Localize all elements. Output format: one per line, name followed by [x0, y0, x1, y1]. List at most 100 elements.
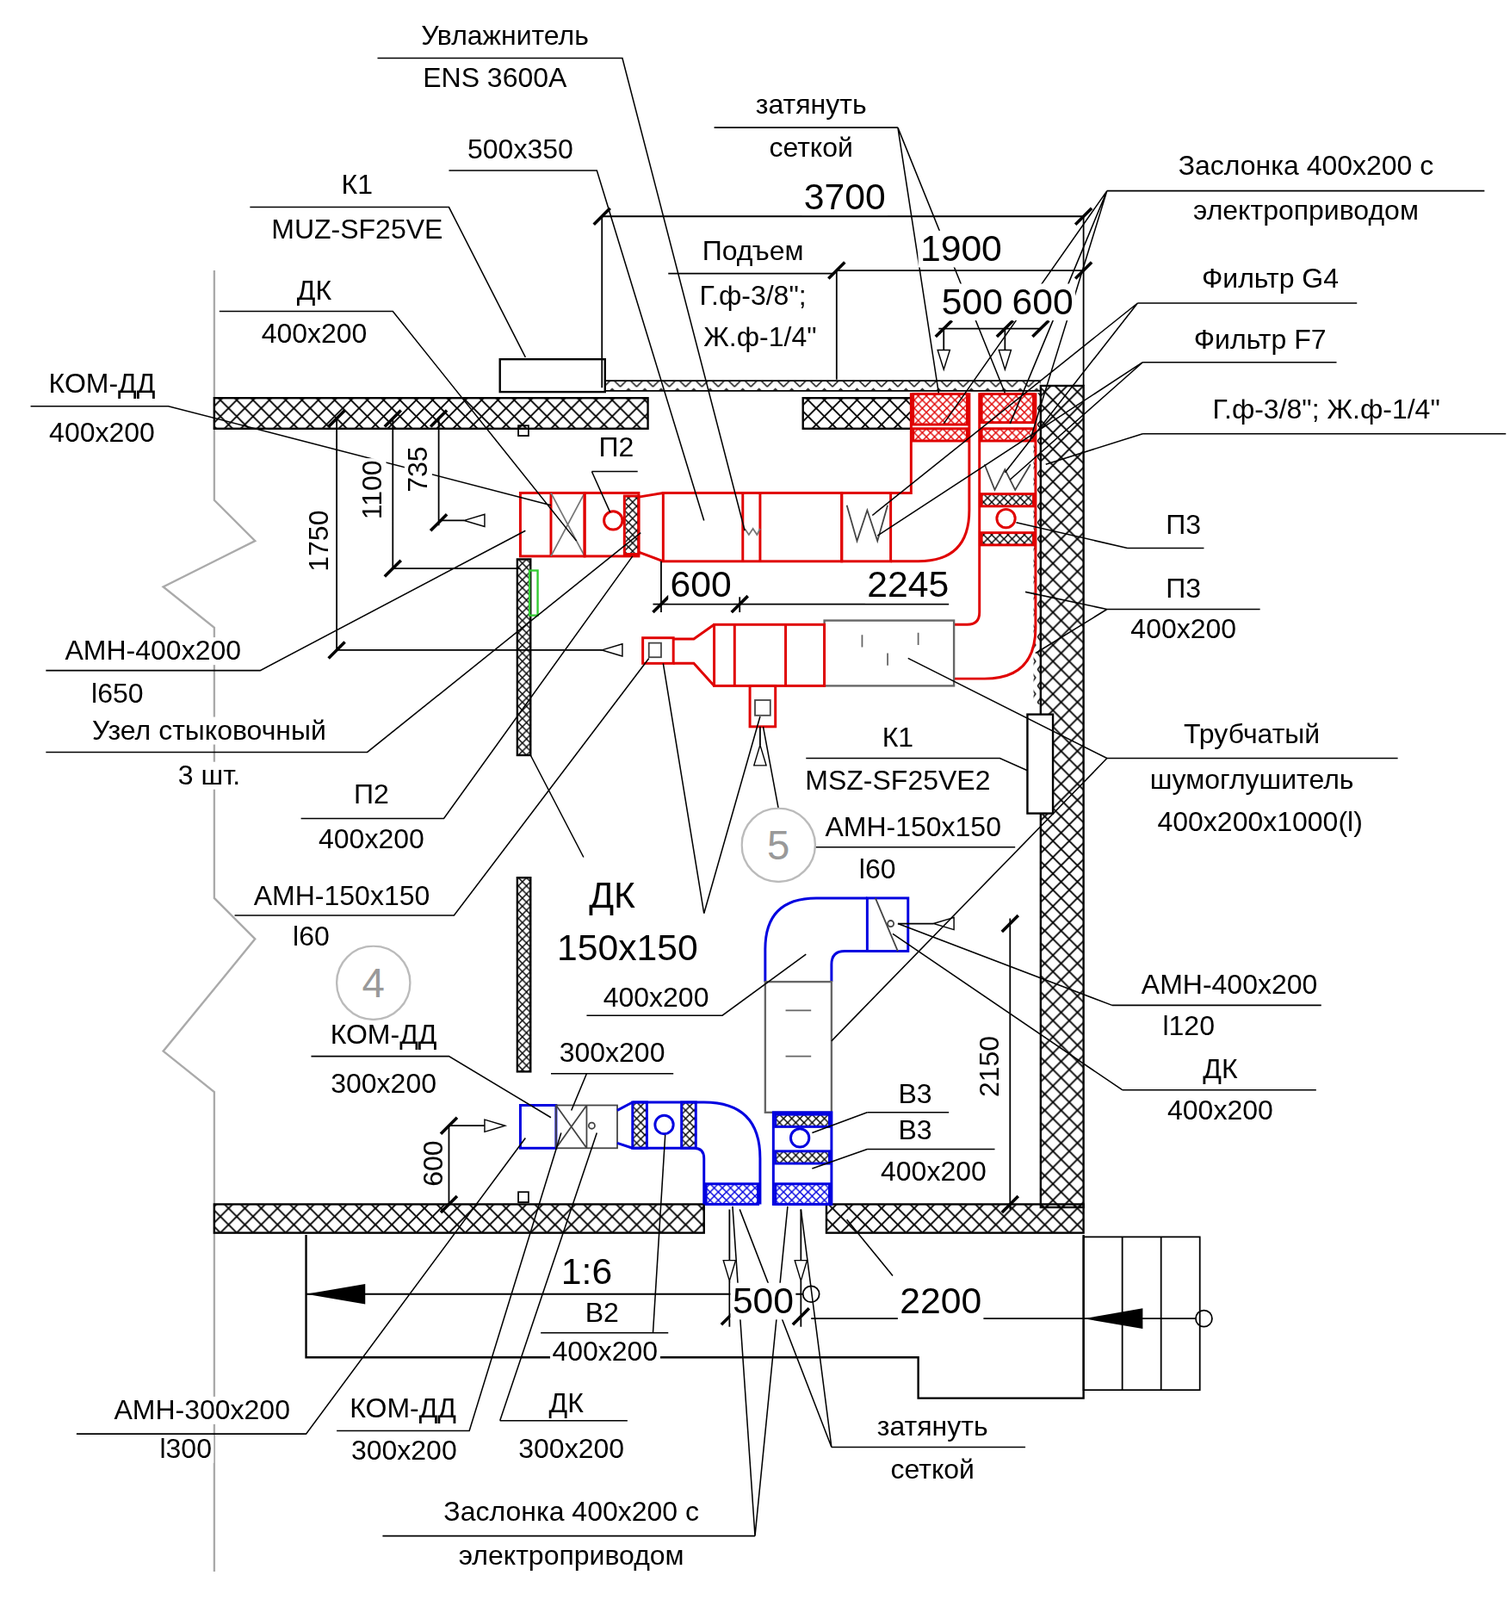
- annotation-label: l60: [290, 922, 332, 951]
- annotation-label: 1:6: [558, 1252, 614, 1290]
- silencer: [824, 620, 955, 687]
- annotation-label: Г.ф-3/8";: [697, 282, 809, 310]
- annotation-label: Фильтр G4: [1200, 265, 1342, 293]
- flange: [775, 1113, 830, 1127]
- flange: [981, 494, 1034, 507]
- flange: [632, 1101, 648, 1148]
- flow-arrow: [484, 1119, 506, 1132]
- ramp-outline: [306, 1234, 1084, 1399]
- pipe-riser: [518, 425, 529, 436]
- arrow-origin: [1195, 1310, 1213, 1327]
- arrowhead: [306, 1283, 366, 1305]
- annotation-label: 300x200: [328, 1070, 440, 1098]
- silencer-marks: [785, 1009, 812, 1056]
- annotation-label: электроприводом: [456, 1541, 687, 1570]
- annotation-label: 400x200: [600, 983, 712, 1012]
- annotation-label: 500: [730, 1282, 797, 1320]
- mesh: [913, 393, 968, 425]
- annotation-label: 400x200x1000(l): [1155, 808, 1365, 836]
- annotation-label: АМН-300x200: [111, 1396, 292, 1424]
- damper: [913, 428, 968, 441]
- room-number: 4: [335, 944, 412, 1021]
- annotation-label: АМН-150x150: [251, 882, 432, 910]
- annotation-label: К1: [339, 171, 375, 199]
- controller: [529, 569, 538, 615]
- break-line: [163, 270, 256, 1572]
- duct: [714, 624, 825, 686]
- annotation-label: 400x200: [1128, 615, 1239, 644]
- annotation-label: 400x200: [47, 418, 158, 446]
- pipe-riser: [518, 1191, 529, 1202]
- annotation-label: MUZ-SF25VE: [269, 216, 446, 244]
- annotation-label: 735: [404, 444, 433, 495]
- annotation-label: П3: [1163, 511, 1204, 539]
- annotation-label: Заслонка 400x200 с: [441, 1497, 701, 1526]
- annotation-label: К1: [879, 724, 916, 752]
- annotation-label: Подъем: [699, 237, 806, 266]
- annotation-label: Узел стыковочный: [90, 717, 329, 745]
- elbow: [765, 897, 868, 982]
- wall: [803, 397, 912, 429]
- annotation-label: КОМ-ДД: [347, 1393, 459, 1422]
- damper-blade: [875, 897, 898, 952]
- fan-symbol: [604, 511, 623, 530]
- flow-arrow: [998, 350, 1011, 371]
- annotation-label: Фильтр F7: [1191, 326, 1328, 354]
- tee: [749, 685, 776, 726]
- annotation-label: Трубчатый: [1182, 720, 1323, 749]
- damper-cross: [556, 1105, 588, 1149]
- annotation-label: l60: [856, 855, 898, 884]
- annotation-label: 400x200: [550, 1337, 661, 1366]
- annotation-label: 150x150: [555, 929, 700, 967]
- damper: [556, 1105, 618, 1149]
- annotation-label: П2: [596, 433, 637, 462]
- annotation-label: затянуть: [753, 91, 868, 119]
- damper-axis: [588, 1122, 595, 1129]
- annotation-label: 600: [668, 566, 734, 604]
- annotation-label: l120: [1160, 1012, 1217, 1040]
- annotation-label: ДК: [546, 1389, 586, 1418]
- exhaust-ducts: [519, 897, 908, 1205]
- silencer-marks: [861, 632, 918, 666]
- damper-axis: [887, 920, 894, 927]
- annotation-label: 300x200: [556, 1039, 668, 1067]
- flange: [681, 1101, 697, 1148]
- transition: [617, 1101, 633, 1148]
- equipment: [500, 358, 1053, 1202]
- flange: [624, 495, 639, 555]
- annotation-label: 400x200: [1165, 1095, 1276, 1124]
- flow-arrow: [601, 643, 623, 656]
- room-number: 5: [740, 806, 817, 883]
- annotation-label: В3: [896, 1116, 935, 1145]
- annotation-label: ENS 3600A: [420, 64, 570, 93]
- fan-symbol: [655, 1114, 674, 1133]
- annotation-label: Увлажнитель: [419, 21, 591, 50]
- annotation-label: КОМ-ДД: [46, 370, 158, 398]
- humidifier-section: [742, 492, 761, 561]
- annotation-label: 2200: [897, 1282, 984, 1320]
- mesh: [705, 1183, 758, 1205]
- humidifier: [500, 358, 606, 392]
- fan-symbol: [790, 1128, 809, 1147]
- annotation-label: 3 шт.: [175, 761, 242, 790]
- arrowhead: [1083, 1307, 1144, 1329]
- annotation-label: Ж.ф-1/4": [701, 323, 819, 352]
- annotation-label: КОМ-ДД: [327, 1021, 440, 1049]
- duct: [953, 392, 1036, 679]
- annotation-label: шумоглушитель: [1147, 765, 1356, 793]
- partition: [517, 877, 531, 1071]
- annotation-label: 600: [1009, 283, 1076, 321]
- annotation-label: 1100: [358, 457, 387, 522]
- grille: [519, 1105, 556, 1149]
- annotation-label: 1750: [305, 507, 334, 574]
- annotation-label: ДК: [587, 876, 638, 914]
- annotation-label: В2: [582, 1299, 621, 1327]
- room-number-text: 4: [362, 962, 385, 1003]
- annotation-label: l650: [89, 680, 146, 708]
- annotation-label: АМН-150x150: [823, 813, 1003, 842]
- silencer: [765, 981, 832, 1113]
- fan-section: [773, 1112, 832, 1205]
- transition: [638, 492, 663, 561]
- annotation-label: АМН-400x200: [1138, 971, 1319, 999]
- annotation-label: 500: [939, 283, 1005, 321]
